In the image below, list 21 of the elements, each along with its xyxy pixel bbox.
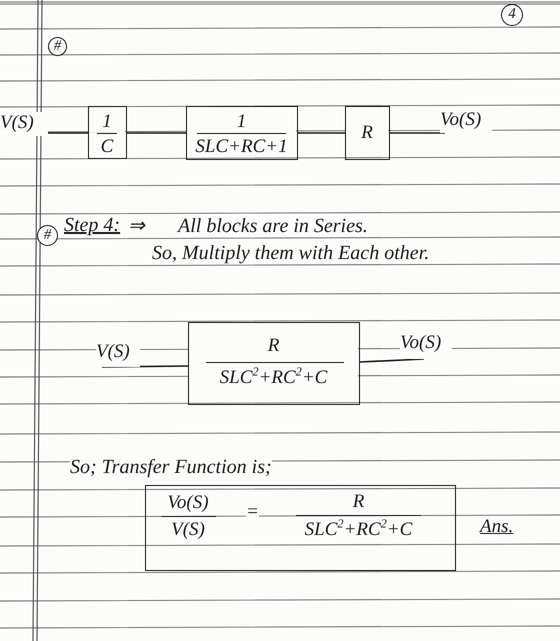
note-text: So, Multiply them with Each other. (152, 243, 430, 264)
output-signal-label: Vo(S) (440, 109, 492, 133)
input-signal-label: V(S) (96, 341, 140, 367)
transfer-block (188, 322, 360, 405)
circled-section-mark: # (48, 37, 67, 56)
circled-section-mark: # (37, 225, 58, 246)
connector-line (390, 132, 445, 134)
step-heading: Step 4: (64, 215, 120, 236)
circled-page-number: 4 (501, 4, 523, 26)
transfer-block (345, 106, 390, 160)
connector-line (360, 358, 424, 363)
transfer-block (186, 106, 298, 160)
note-text: So; Transfer Function is; (70, 457, 272, 478)
connector-line (127, 132, 186, 134)
connector-line (48, 132, 88, 134)
connector-line (102, 365, 188, 368)
transfer-block (88, 106, 127, 159)
connector-line (298, 132, 345, 134)
input-signal-label: V(S) (0, 112, 48, 136)
output-signal-label: Vo(S) (400, 332, 452, 359)
answer-box (145, 485, 456, 571)
